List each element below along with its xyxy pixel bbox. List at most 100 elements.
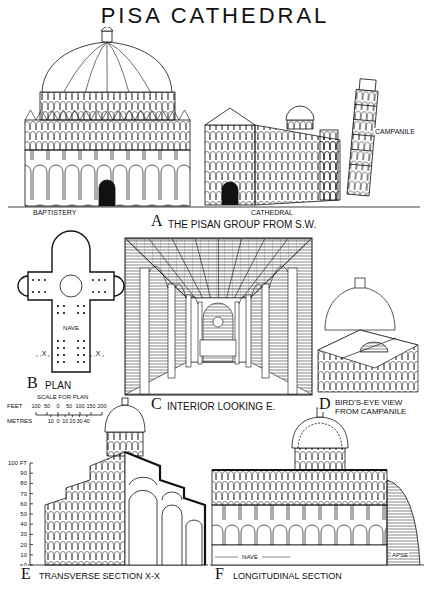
transverse-section-part bbox=[122, 398, 128, 405]
transverse-section-part bbox=[30, 554, 33, 555]
pisan-group-part bbox=[102, 31, 112, 42]
dimension-label: NAVE bbox=[241, 554, 259, 560]
dimension-label: FEET bbox=[6, 403, 23, 409]
scale-bar-part bbox=[79, 415, 80, 417]
plan-part bbox=[44, 279, 46, 281]
plan-part bbox=[77, 312, 79, 314]
panel-letter: D bbox=[318, 396, 332, 412]
pisan-group-part bbox=[286, 106, 314, 120]
ornament-strokes-part bbox=[107, 42, 151, 92]
interior-view-part bbox=[246, 295, 251, 367]
scale-bar-part bbox=[91, 412, 92, 415]
plan-part bbox=[77, 340, 79, 342]
transverse-section-part bbox=[105, 405, 145, 432]
plan-part bbox=[32, 279, 34, 281]
interior-view-part bbox=[187, 298, 250, 362]
interior-view-part bbox=[126, 362, 311, 394]
scale-bar-part bbox=[47, 412, 48, 415]
dimension-label: BAPTISTERY bbox=[32, 209, 77, 216]
dimension-label: 40 bbox=[19, 521, 28, 527]
plan-part bbox=[104, 291, 106, 293]
ornament-strokes-part bbox=[234, 239, 264, 298]
interior-view-part bbox=[125, 238, 312, 395]
plan-part bbox=[63, 361, 65, 363]
scale-bar-part bbox=[72, 415, 73, 417]
dimension-label: 100 bbox=[74, 404, 85, 410]
interior-view-part bbox=[288, 268, 297, 394]
interior-view-part bbox=[262, 284, 269, 378]
plan bbox=[18, 231, 124, 372]
ornament-strokes-part bbox=[250, 239, 311, 298]
plan-part bbox=[63, 305, 65, 307]
plan-part bbox=[98, 279, 100, 281]
dimension-label: 60 bbox=[19, 501, 28, 507]
panel-letter: B bbox=[26, 375, 39, 391]
plan-part bbox=[104, 279, 106, 281]
interior-view-part bbox=[213, 317, 223, 327]
longitudinal-section bbox=[210, 408, 424, 565]
interior-view-part bbox=[140, 268, 149, 394]
panel-caption: PLAN bbox=[44, 381, 72, 391]
longitudinal-section-part bbox=[262, 557, 290, 558]
scale-bar-part bbox=[58, 412, 59, 415]
pisan-group-part-part bbox=[354, 119, 376, 121]
dimension-label: 80 bbox=[19, 480, 28, 486]
dimension-label: 40 bbox=[83, 419, 91, 425]
plan-part bbox=[77, 347, 79, 349]
plan-part bbox=[114, 276, 124, 296]
interior-view-part bbox=[126, 239, 311, 298]
ornament-strokes-part bbox=[149, 239, 195, 298]
plan-part bbox=[18, 276, 28, 296]
plan-part bbox=[83, 305, 85, 307]
pisan-group-part-part bbox=[347, 89, 378, 196]
pisan-group-part bbox=[8, 207, 420, 208]
ornament-strokes-part bbox=[172, 239, 203, 298]
plan-part bbox=[83, 354, 85, 356]
dimension-label: X bbox=[95, 350, 102, 357]
plan-part bbox=[83, 340, 85, 342]
dimension-label: METRES bbox=[6, 418, 33, 424]
transverse-section-part bbox=[129, 477, 182, 500]
plan-part bbox=[44, 291, 46, 293]
longitudinal-section-part bbox=[212, 545, 387, 565]
birds-eye-view-part bbox=[318, 330, 418, 392]
plan-part bbox=[83, 361, 85, 363]
longitudinal-section-part bbox=[212, 505, 387, 545]
dimension-label: SCALE FOR PLAN bbox=[36, 394, 89, 400]
transverse-section-part bbox=[125, 452, 205, 565]
transverse-section-part bbox=[30, 473, 33, 474]
transverse-section-part bbox=[30, 544, 33, 545]
dimension-label: APSE bbox=[391, 552, 409, 558]
scale-bar bbox=[36, 412, 102, 417]
dimension-label: 30 bbox=[19, 531, 28, 537]
pisan-group-part bbox=[205, 108, 255, 125]
panel-caption: INTERIOR LOOKING E. bbox=[166, 402, 276, 412]
birds-eye-view-part bbox=[355, 278, 365, 288]
panel-caption: BIRD'S-EYE VIEW FROM CAMPANILE bbox=[334, 398, 424, 416]
panel-caption: TRANSVERSE SECTION X-X bbox=[38, 572, 161, 581]
plan-part bbox=[83, 347, 85, 349]
birds-eye-view-part bbox=[340, 338, 396, 359]
pisan-group-part bbox=[25, 150, 190, 206]
dimension-label: CATHEDRAL bbox=[250, 209, 294, 216]
ornament-strokes-part bbox=[126, 239, 187, 298]
pisan-group-part bbox=[320, 130, 338, 200]
pisan-group bbox=[8, 27, 420, 208]
transverse-section-part bbox=[30, 493, 33, 494]
transverse-section-part bbox=[30, 463, 33, 464]
ornament-strokes-part bbox=[107, 42, 108, 92]
scale-bar-part bbox=[50, 415, 51, 417]
transverse-section-part bbox=[30, 534, 33, 535]
plan-part bbox=[57, 354, 59, 356]
ornament-strokes-part bbox=[218, 239, 219, 298]
longitudinal-section-part bbox=[212, 469, 387, 471]
transverse-section bbox=[20, 398, 208, 565]
longitudinal-section-part bbox=[215, 557, 238, 558]
ornament-strokes-part bbox=[85, 42, 107, 92]
dimension-label: 100 FT bbox=[7, 460, 28, 466]
dimension-label: 90 bbox=[19, 470, 28, 476]
ornament-strokes-part bbox=[107, 42, 129, 92]
ornament-strokes-part bbox=[195, 239, 210, 298]
